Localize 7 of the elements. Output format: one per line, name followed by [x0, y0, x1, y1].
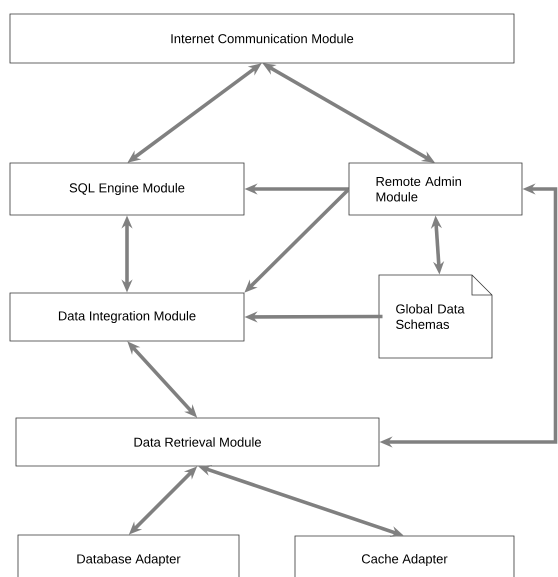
module-box: Internet Communication Module — [10, 14, 514, 64]
module-box: Database Adapter — [18, 534, 240, 577]
module-box: Cache Adapter — [294, 536, 514, 577]
module-box: SQL Engine Module — [10, 162, 244, 216]
module-box: Remote Admin Module — [348, 162, 522, 216]
module-box: Data Integration Module — [10, 292, 244, 342]
module-box: Data Retrieval Module — [16, 418, 380, 466]
